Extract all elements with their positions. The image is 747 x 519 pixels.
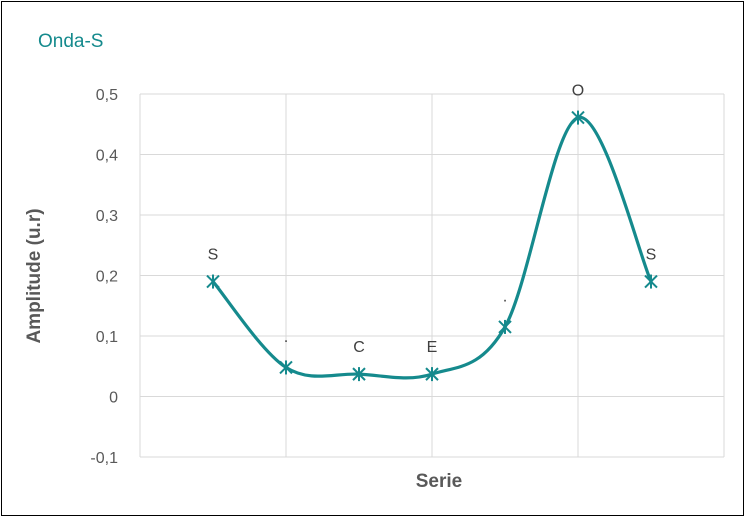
data-label: E (427, 339, 438, 356)
y-tick-label: 0,3 (96, 208, 118, 225)
y-tick-label: 0,4 (96, 148, 118, 165)
data-label: S (208, 247, 219, 264)
data-point-marker (352, 367, 366, 382)
y-tick-label: 0,2 (96, 269, 118, 286)
chart-title: Onda-S (38, 31, 104, 52)
y-axis-title: Amplitude (u.r) (24, 208, 45, 343)
x-axis-title: Serie (416, 471, 462, 492)
data-point-marker (279, 360, 293, 375)
data-label: · (502, 292, 507, 309)
data-point-marker (425, 367, 439, 382)
y-tick-label: 0 (109, 390, 118, 407)
grid (139, 93, 725, 458)
labels: S · C E · O S (208, 83, 657, 357)
data-label: C (353, 339, 365, 356)
data-label: O (572, 83, 584, 100)
y-tick-label: -0,1 (90, 450, 118, 467)
data-label: S (646, 247, 657, 264)
y-tick-label: 0,5 (96, 87, 118, 104)
data-label: · (283, 332, 288, 349)
axes: -0,1 0 0,1 0,2 0,3 0,4 0,5 (90, 87, 118, 467)
data-point-marker (498, 319, 512, 334)
series (206, 110, 658, 382)
y-tick-label: 0,1 (96, 329, 118, 346)
data-point-marker (644, 274, 658, 289)
data-point-marker (571, 110, 585, 125)
data-point-marker (206, 274, 220, 289)
